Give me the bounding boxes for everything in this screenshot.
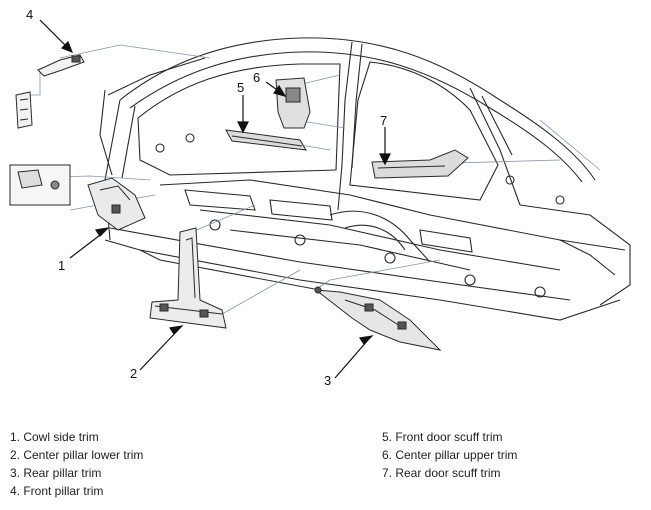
legend-item: 5. Front door scuff trim [382, 430, 503, 444]
legend-column-right: 5. Front door scuff trim 6. Center pilla… [382, 428, 517, 482]
front-pillar-trim-part [15, 54, 85, 129]
callout-4: 4 [26, 7, 33, 22]
callout-3: 3 [324, 373, 331, 388]
legend-column-left: 1. Cowl side trim 2. Center pillar lower… [10, 428, 143, 500]
legend-item: 6. Center pillar upper trim [382, 448, 518, 462]
front-door-scuff-trim-part [225, 129, 307, 151]
center-pillar-lower-trim-part [149, 227, 227, 329]
callout-5: 5 [237, 80, 244, 95]
callout-2: 2 [130, 366, 137, 381]
car-body-shell [99, 37, 631, 321]
callout-6: 6 [253, 70, 260, 85]
exploded-diagram: 1 2 3 4 5 6 7 [9, 7, 631, 388]
legend-item: 3. Rear pillar trim [10, 466, 102, 480]
legend-item: 2. Center pillar lower trim [10, 448, 144, 462]
callout-7: 7 [380, 113, 387, 128]
rear-door-scuff-trim-part [371, 149, 469, 179]
legend-item: 7. Rear door scuff trim [382, 466, 501, 480]
legend-item: 1. Cowl side trim [10, 430, 99, 444]
rear-pillar-trim-part [314, 286, 442, 351]
center-pillar-upper-trim-part [275, 77, 311, 129]
legend-item: 4. Front pillar trim [10, 484, 104, 498]
cowl-side-trim-part [9, 164, 146, 231]
parts-legend: 1. Cowl side trim 2. Center pillar lower… [0, 428, 651, 508]
callout-arrows [39, 19, 391, 379]
callout-1: 1 [58, 258, 65, 273]
